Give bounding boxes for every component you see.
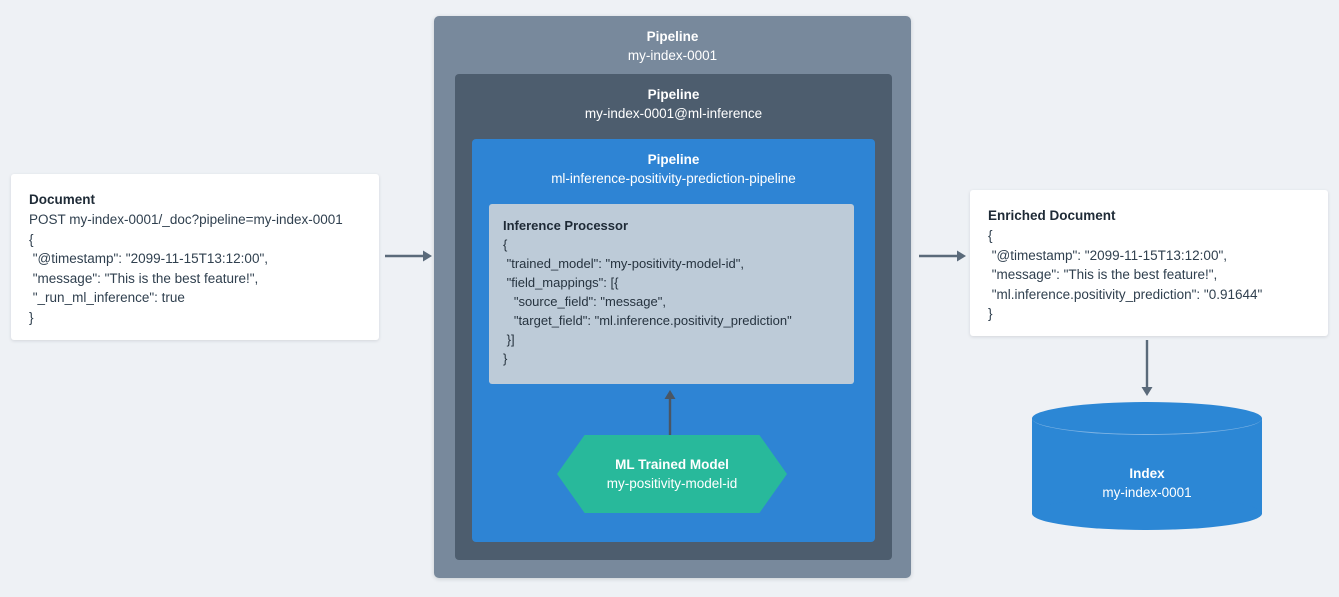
pipeline-outer: Pipeline my-index-0001 Pipeline my-index… [434, 16, 911, 578]
enriched-document-card-line: "ml.inference.positivity_prediction": "0… [988, 286, 1263, 302]
enriched-document-card-line: } [988, 306, 993, 321]
inference-processor-card: Inference Processor { "trained_model": "… [489, 204, 854, 384]
inference-processor-line: "field_mappings": [{ [503, 275, 619, 290]
pipeline-middle-kind: Pipeline [647, 87, 700, 102]
document-card-line: { [29, 231, 34, 247]
ml-trained-model-hexagon: ML Trained Model my-positivity-model-id [557, 435, 787, 513]
pipeline-inner-kind: Pipeline [647, 152, 700, 167]
enriched-document-card: Enriched Document { "@timestamp": "2099-… [970, 190, 1328, 336]
inference-processor-line: }] [503, 332, 515, 347]
ml-trained-model-name: my-positivity-model-id [606, 476, 738, 491]
inference-processor-line: "trained_model": "my-positivity-model-id… [503, 256, 744, 271]
pipeline-inner: Pipeline ml-inference-positivity-predict… [472, 139, 875, 542]
cylinder-bottom-ellipse [1032, 497, 1262, 530]
document-card-line: "_run_ml_inference": true [29, 290, 185, 305]
enriched-document-card-line: { [988, 228, 993, 243]
pipeline-middle-header: Pipeline my-index-0001@ml-inference [455, 74, 892, 123]
inference-processor-line: { [503, 237, 508, 252]
pipeline-outer-name: my-index-0001 [627, 48, 718, 63]
arrow-pipeline-to-enriched-document [919, 248, 967, 264]
pipeline-middle: Pipeline my-index-0001@ml-inference Pipe… [455, 74, 892, 560]
pipeline-inner-header: Pipeline ml-inference-positivity-predict… [472, 139, 875, 188]
document-card-line: } [29, 309, 34, 325]
index-label: Index my-index-0001 [1032, 464, 1262, 502]
arrow-document-to-pipeline [385, 248, 433, 264]
cylinder-top-ellipse [1032, 402, 1262, 435]
pipeline-outer-kind: Pipeline [646, 29, 699, 44]
inference-processor-title: Inference Processor [503, 218, 629, 233]
enriched-document-card-line: "message": "This is the best feature!", [988, 267, 1218, 282]
document-card-line: POST my-index-0001/_doc?pipeline=my-inde… [29, 212, 343, 227]
inference-processor-line: } [503, 351, 508, 366]
enriched-document-card-title: Enriched Document [988, 208, 1116, 223]
arrow-enriched-document-to-index [1139, 340, 1155, 396]
pipeline-outer-header: Pipeline my-index-0001 [434, 16, 911, 65]
index-kind: Index [1129, 466, 1165, 481]
arrow-model-to-processor [662, 390, 678, 436]
inference-processor-line: "target_field": "ml.inference.positivity… [503, 313, 792, 328]
document-card: Document POST my-index-0001/_doc?pipelin… [11, 174, 379, 340]
index-name: my-index-0001 [1102, 485, 1192, 500]
inference-processor-line: "source_field": "message", [503, 294, 666, 309]
document-card-line: "message": "This is the best feature!", [29, 270, 259, 286]
pipeline-middle-name: my-index-0001@ml-inference [584, 106, 763, 121]
enriched-document-card-line: "@timestamp": "2099-11-15T13:12:00", [988, 247, 1227, 263]
document-card-line: "@timestamp": "2099-11-15T13:12:00", [29, 251, 268, 266]
ml-trained-model-kind: ML Trained Model [615, 457, 729, 472]
index-cylinder: Index my-index-0001 [1032, 402, 1262, 530]
pipeline-inner-name: ml-inference-positivity-prediction-pipel… [551, 171, 796, 186]
document-card-title: Document [29, 192, 96, 207]
